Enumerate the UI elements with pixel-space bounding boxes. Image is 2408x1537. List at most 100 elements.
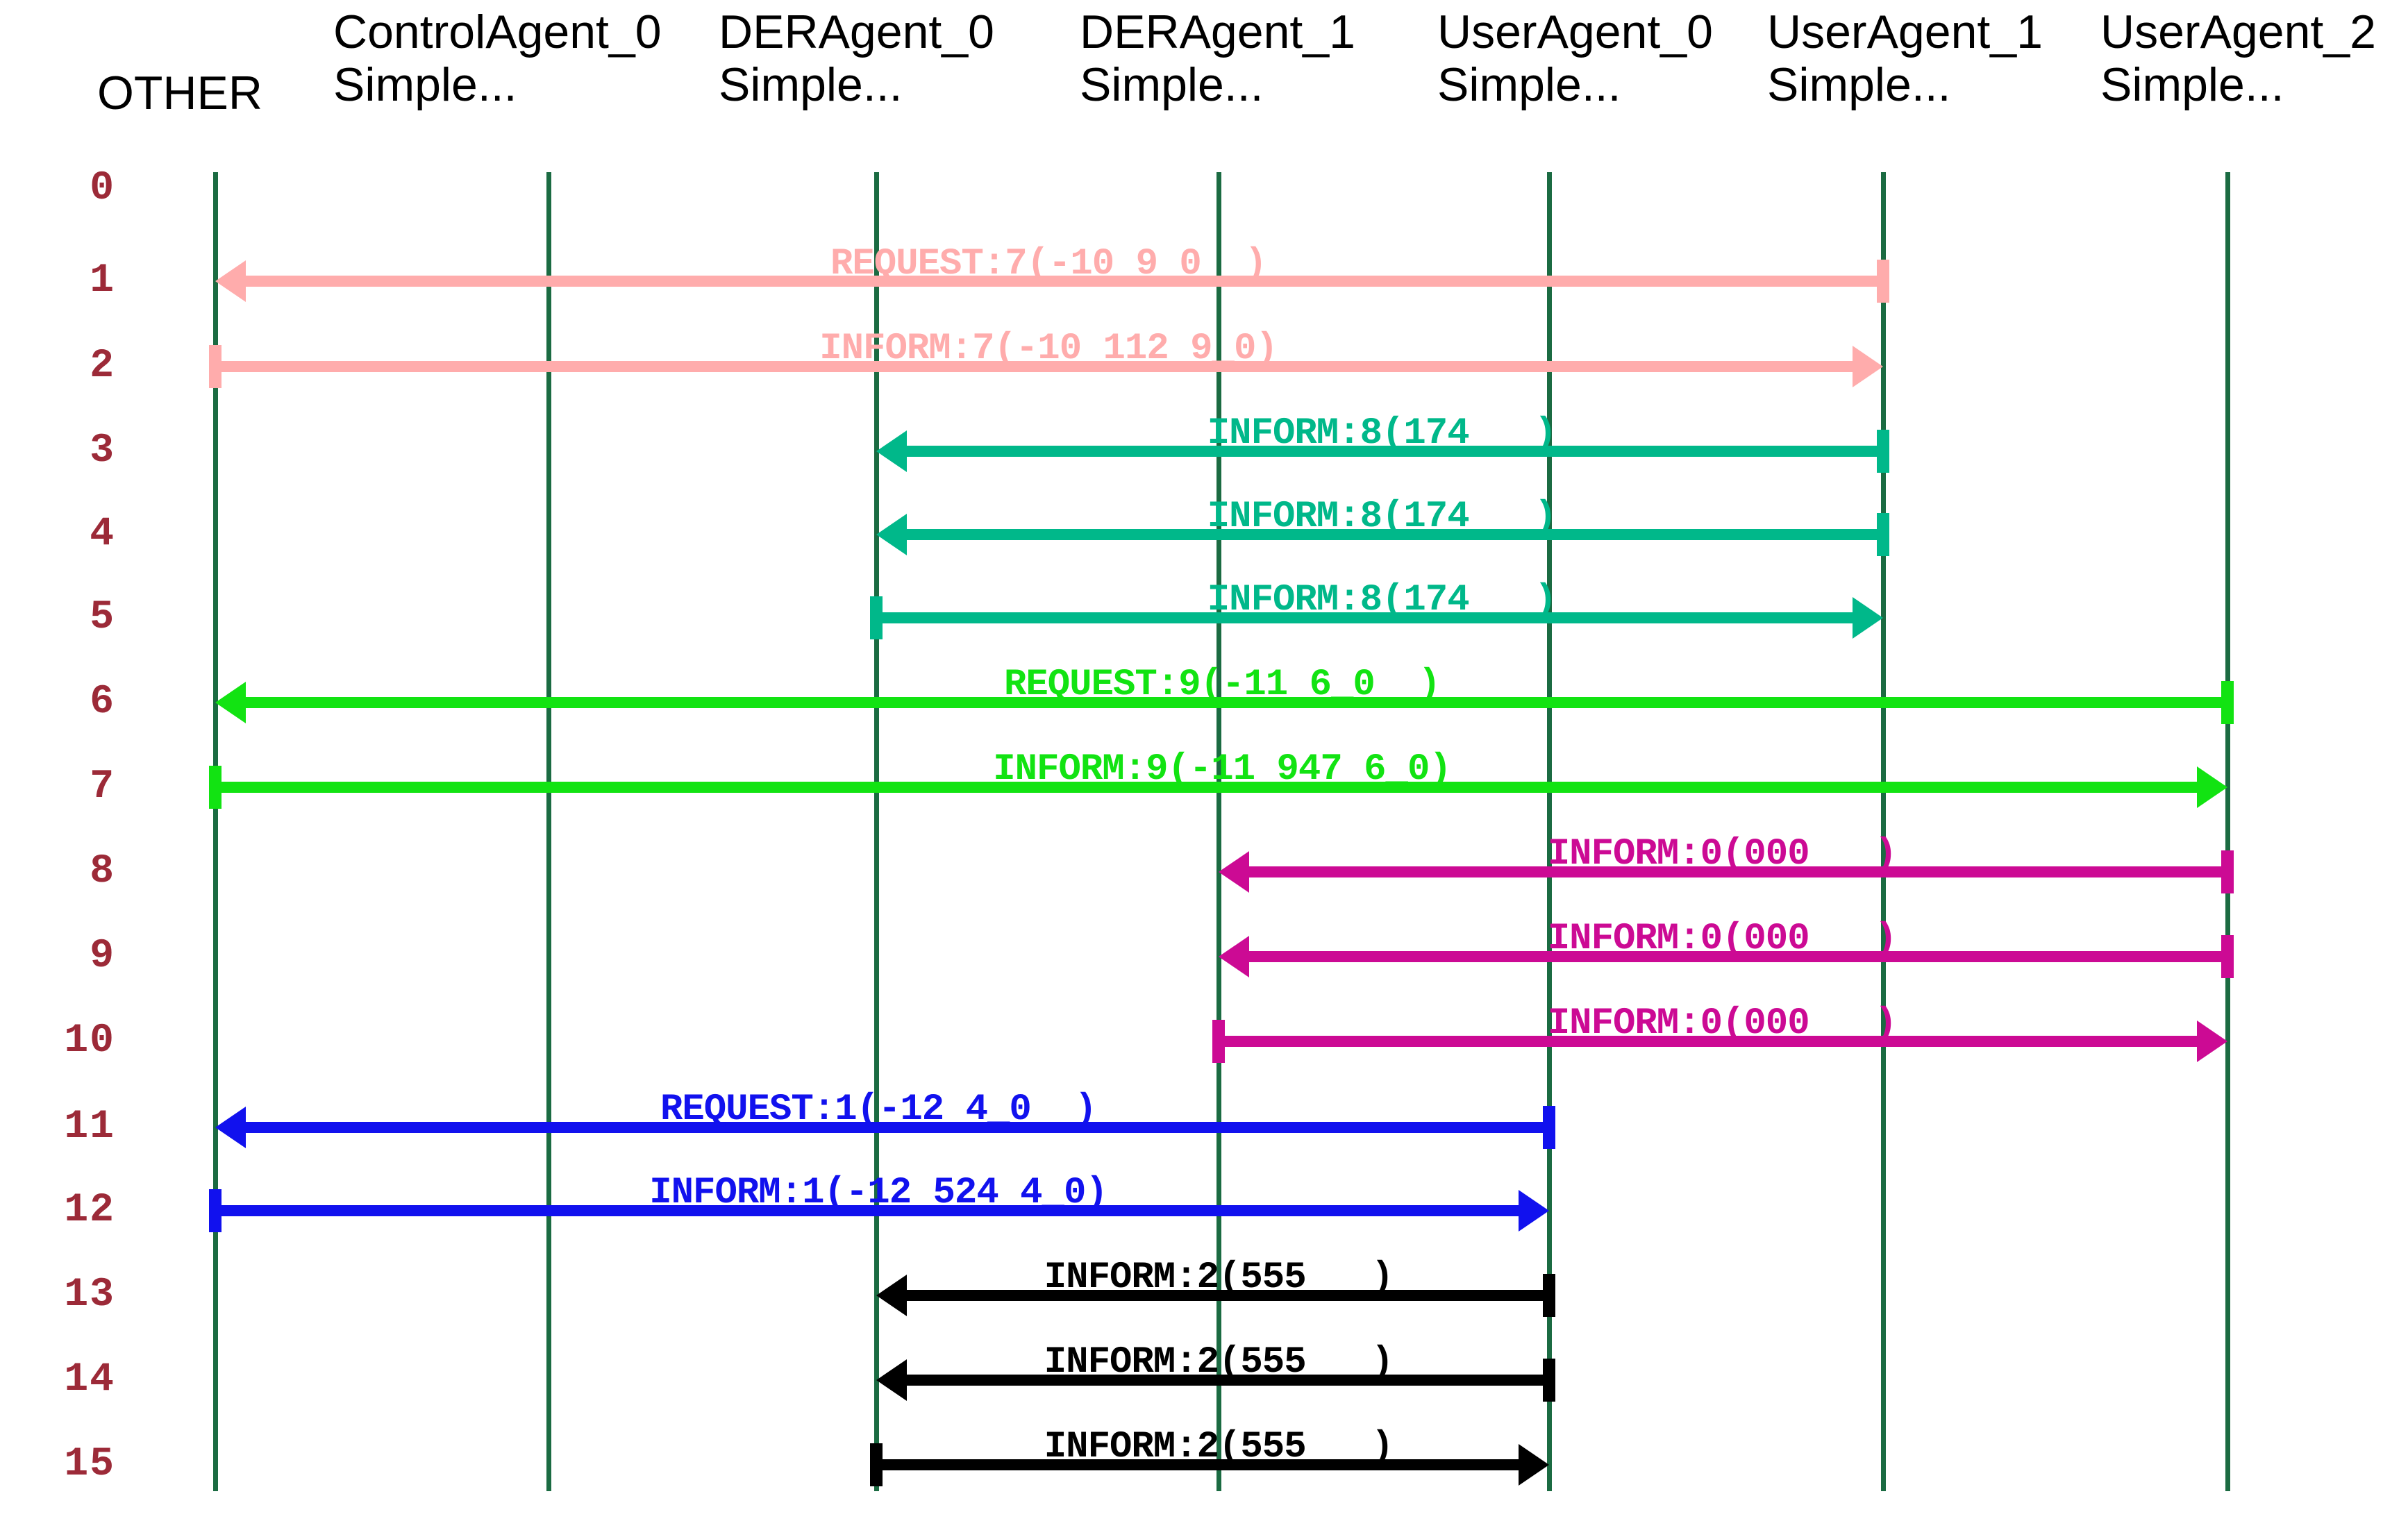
message-line — [242, 276, 1883, 287]
message-origin-stub — [1877, 430, 1889, 473]
message-arrowhead — [876, 430, 907, 472]
message-arrowhead — [1519, 1190, 1549, 1232]
lifeline-controlagent_0 — [546, 172, 551, 1491]
message-line — [1219, 1036, 2201, 1047]
message-arrowhead — [876, 1359, 907, 1401]
row-index-label: 5 — [90, 595, 115, 640]
participant-type: Simple... — [1767, 58, 1951, 111]
message-label: REQUEST:7(-10 9_0 ) — [830, 243, 1267, 285]
row-index-label: 12 — [64, 1188, 115, 1233]
row-index-label: 9 — [90, 934, 115, 979]
row-index-label: 0 — [90, 166, 115, 211]
message-line — [903, 529, 1883, 540]
lifeline-useragent_0 — [1547, 172, 1552, 1491]
message-line — [876, 1459, 1523, 1470]
message-origin-stub — [1877, 513, 1889, 556]
message-label: INFORM:0(000 ) — [1547, 833, 1897, 875]
message-line — [1245, 951, 2227, 962]
message-label: INFORM:0(000 ) — [1547, 1002, 1897, 1045]
message-line — [876, 612, 1857, 623]
message-arrowhead — [215, 260, 246, 302]
message-label: INFORM:1(-12 524 4_0) — [649, 1172, 1108, 1214]
message-origin-stub — [2221, 681, 2234, 724]
message-origin-stub — [1543, 1106, 1555, 1149]
message-label: REQUEST:1(-12 4_0 ) — [660, 1089, 1097, 1131]
message-arrowhead — [1853, 346, 1883, 387]
row-index-label: 1 — [90, 258, 115, 303]
participant-type: Simple... — [2100, 58, 2284, 111]
message-arrowhead — [1853, 597, 1883, 639]
message-origin-stub — [1877, 260, 1889, 303]
message-arrowhead — [876, 514, 907, 555]
message-arrowhead — [2197, 766, 2227, 808]
lifeline-other — [213, 172, 218, 1491]
participant-name: UserAgent_0 — [1437, 6, 1713, 58]
message-label: INFORM:9(-11 947 6_0) — [993, 748, 1452, 791]
message-origin-stub — [209, 345, 221, 388]
participant-name: DERAgent_1 — [1080, 6, 1355, 58]
message-origin-stub — [870, 1443, 883, 1486]
message-arrowhead — [215, 1107, 246, 1148]
message-line — [903, 446, 1883, 457]
message-label: INFORM:8(174 ) — [1207, 412, 1557, 455]
message-arrowhead — [2197, 1021, 2227, 1062]
message-label: INFORM:8(174 ) — [1207, 496, 1557, 538]
participant-name: ControlAgent_0 — [333, 6, 662, 58]
participant-name: DERAgent_0 — [719, 6, 994, 58]
message-label: INFORM:8(174 ) — [1207, 579, 1557, 621]
lifeline-deragent_0 — [874, 172, 879, 1491]
row-index-label: 4 — [90, 512, 115, 557]
message-origin-stub — [1543, 1359, 1555, 1402]
message-line — [903, 1290, 1549, 1301]
participant-name: UserAgent_2 — [2100, 6, 2376, 58]
message-label: INFORM:2(555 ) — [1044, 1341, 1394, 1384]
row-index-label: 10 — [64, 1018, 115, 1064]
message-line — [215, 361, 1857, 372]
message-arrowhead — [215, 682, 246, 723]
row-index-label: 7 — [90, 764, 115, 809]
row-index-label: 14 — [64, 1357, 115, 1402]
lifeline-useragent_2 — [2225, 172, 2230, 1491]
lifeline-deragent_1 — [1216, 172, 1221, 1491]
message-label: INFORM:7(-10 112 9_0) — [819, 328, 1278, 370]
participant-type: Simple... — [1437, 58, 1621, 111]
message-label: REQUEST:9(-11 6_0 ) — [1003, 664, 1441, 706]
participant-header-other[interactable]: OTHER — [97, 67, 262, 119]
message-line — [215, 1205, 1523, 1216]
message-label: INFORM:2(555 ) — [1044, 1426, 1394, 1468]
row-index-label: 6 — [90, 680, 115, 725]
message-origin-stub — [209, 1189, 221, 1232]
row-index-label: 13 — [64, 1273, 115, 1318]
participant-type: Simple... — [719, 58, 903, 111]
row-index-label: 2 — [90, 344, 115, 389]
message-arrowhead — [1519, 1444, 1549, 1486]
participant-type: Simple... — [333, 58, 517, 111]
message-label: INFORM:2(555 ) — [1044, 1257, 1394, 1299]
message-label: INFORM:0(000 ) — [1547, 918, 1897, 960]
message-origin-stub — [2221, 850, 2234, 893]
row-index-label: 8 — [90, 849, 115, 894]
message-arrowhead — [1219, 851, 1249, 893]
row-index-label: 15 — [64, 1442, 115, 1487]
message-origin-stub — [209, 766, 221, 809]
lifeline-useragent_1 — [1881, 172, 1886, 1491]
message-line — [1245, 866, 2227, 877]
message-origin-stub — [1543, 1274, 1555, 1317]
message-origin-stub — [1212, 1020, 1225, 1063]
message-line — [215, 782, 2201, 793]
participant-type: Simple... — [1080, 58, 1264, 111]
message-line — [903, 1375, 1549, 1386]
participant-name: OTHER — [97, 67, 262, 119]
message-arrowhead — [876, 1275, 907, 1316]
participant-name: UserAgent_1 — [1767, 6, 2043, 58]
row-index-label: 11 — [64, 1105, 115, 1150]
message-origin-stub — [2221, 935, 2234, 978]
message-arrowhead — [1219, 936, 1249, 977]
